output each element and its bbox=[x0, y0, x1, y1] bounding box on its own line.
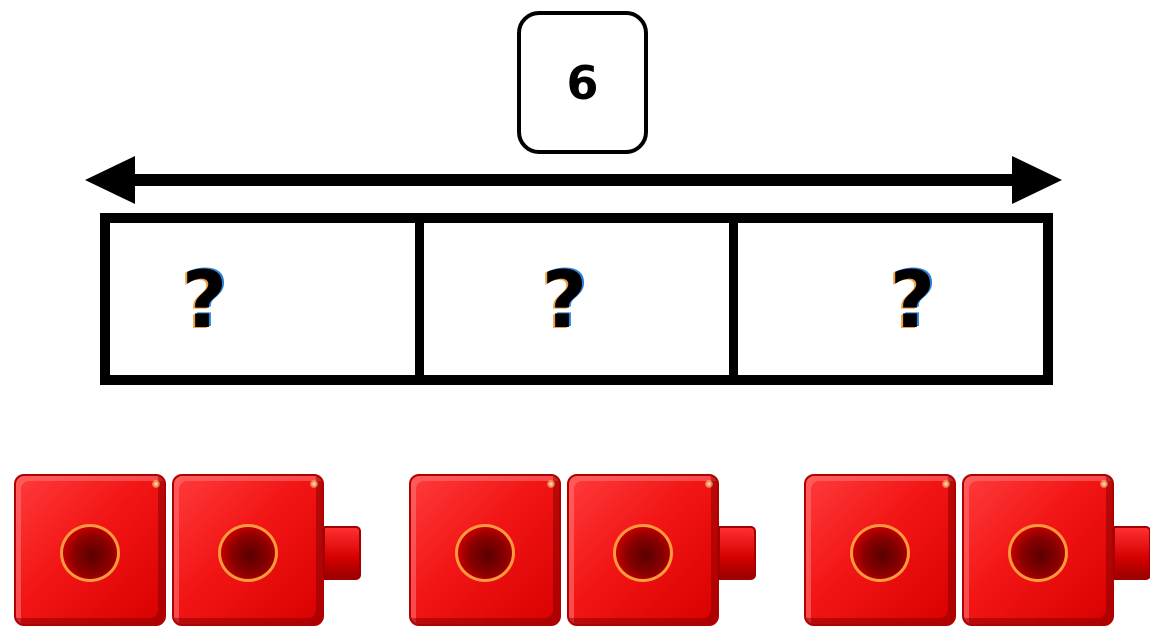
tape-part-1: ? bbox=[110, 223, 424, 375]
red-cube-icon bbox=[567, 474, 719, 626]
cube-connector-peg bbox=[323, 526, 361, 580]
red-cube-icon bbox=[14, 474, 166, 626]
red-cube-icon bbox=[172, 474, 324, 626]
unknown-value-label: ? bbox=[542, 256, 587, 346]
tape-diagram: ? ? ? bbox=[100, 213, 1053, 385]
tape-part-2: ? bbox=[424, 223, 738, 375]
unknown-value-label: ? bbox=[182, 256, 227, 346]
tape-part-3: ? bbox=[738, 223, 1043, 375]
red-cube-icon bbox=[409, 474, 561, 626]
red-cube-icon bbox=[962, 474, 1114, 626]
unknown-value-label: ? bbox=[890, 256, 935, 346]
cube-connector-peg bbox=[718, 526, 756, 580]
total-value-box: 6 bbox=[517, 11, 648, 154]
red-cube-icon bbox=[804, 474, 956, 626]
cube-connector-peg bbox=[1113, 526, 1150, 580]
